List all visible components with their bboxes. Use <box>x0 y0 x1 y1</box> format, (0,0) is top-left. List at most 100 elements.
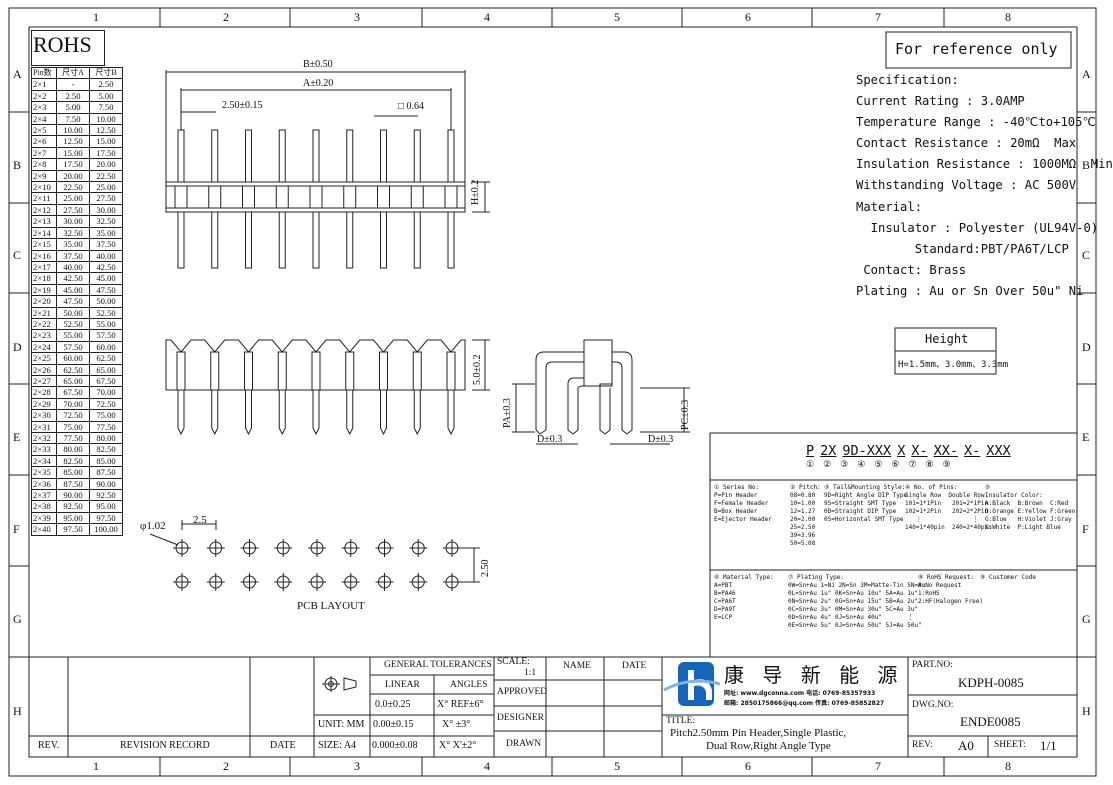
table-cell: 70.00 <box>89 386 123 399</box>
grid-column-label: 8 <box>1005 759 1011 773</box>
tb-size: SIZE: A4 <box>318 740 357 751</box>
dim-pa: PA±0.3 <box>502 398 513 428</box>
table-cell: 2×23 <box>31 329 57 342</box>
table-cell: 2×31 <box>31 420 57 434</box>
rohs-label: ROHS <box>33 32 92 57</box>
table-cell: 55.00 <box>56 329 90 342</box>
table-cell: 22.50 <box>56 181 90 194</box>
grid-column-label: 4 <box>484 759 490 773</box>
spec-line: Plating : Au or Sn Over 50u" Ni <box>856 283 1084 298</box>
code-legend-line: F=Female Header <box>714 500 769 507</box>
table-cell: 65.00 <box>56 374 90 388</box>
table-cell: 12.50 <box>56 135 90 148</box>
table-cell: 2×29 <box>31 397 57 411</box>
pin-table-header: Pin数 <box>31 66 57 80</box>
table-cell: 62.50 <box>89 352 123 365</box>
table-cell: 2×27 <box>31 374 57 388</box>
spec-line: Withstanding Voltage : AC 500V <box>856 178 1077 193</box>
table-cell: 2×1 <box>31 78 57 91</box>
dim-square: □ 0.64 <box>398 101 425 112</box>
title-block <box>29 656 1077 757</box>
table-cell: 77.50 <box>89 420 123 434</box>
table-cell: 35.00 <box>56 238 90 251</box>
table-cell: 2×22 <box>31 317 57 331</box>
tb-rev-label: REV. <box>38 740 60 751</box>
spec-line: Insulator : Polyester (UL94V-0) <box>856 220 1099 235</box>
tb-rev2-label: REV: <box>912 740 933 750</box>
table-cell: 87.50 <box>56 477 90 491</box>
code-legend-line: 0S=Horizontal SMT Type <box>824 516 904 523</box>
table-cell: 75.00 <box>56 420 90 434</box>
grid-row-label: A <box>1082 67 1091 81</box>
tb-company: 康 导 新 能 源 <box>724 663 904 687</box>
tb-contact-2: 邮箱: 2850175866@qq.com 传真: 0769-85852827 <box>724 700 885 707</box>
code-legend-line: 2:HF(Halogen Free) <box>918 598 984 605</box>
table-cell: 92.50 <box>56 500 90 513</box>
dim-pitch: 2.50±0.15 <box>222 100 263 111</box>
code-legend-line: 0L=Sn+Au 1u" 0K=Sn+Au 10u" 5A=Au 1u" <box>788 590 919 597</box>
code-legend-line: 10=1.00 <box>790 500 816 507</box>
table-cell: 42.50 <box>56 272 90 285</box>
pin-table-header: 尺寸B <box>89 66 123 80</box>
tb-tol-angle-3: X° X'±2° <box>439 740 477 751</box>
table-cell: 50.00 <box>56 306 90 319</box>
table-cell: 2×21 <box>31 306 57 319</box>
code-legend-line: C=PA6T <box>714 598 736 605</box>
tb-tol-linear-3: 0.000±0.08 <box>372 740 418 751</box>
table-cell: 85.00 <box>56 466 90 479</box>
table-cell: 2×36 <box>31 477 57 491</box>
table-cell: 2×24 <box>31 340 57 354</box>
code-legend-line: ⋮ ⋮ <box>905 516 979 523</box>
table-cell: 2×35 <box>31 466 57 479</box>
code-customer: ⑨ Customer Code <box>980 574 1036 582</box>
table-cell: 2×12 <box>31 203 57 217</box>
grid-row-label: C <box>13 248 22 262</box>
grid-row-label: H <box>13 704 22 718</box>
part-code-segment: 9D-XXX <box>842 443 892 459</box>
code-legend-line: E=Ejector Header <box>714 516 772 523</box>
code-legend-line: ③ Tail&Mounting Style: <box>824 484 906 491</box>
table-cell: 2×5 <box>31 124 57 137</box>
spec-line: Standard:PBT/PA6T/LCP <box>856 241 1069 256</box>
table-cell: 95.00 <box>56 511 90 525</box>
table-cell: 2×13 <box>31 215 57 228</box>
tb-drawn: DRAWN <box>506 739 542 749</box>
table-cell: 2×33 <box>31 443 57 456</box>
dim-pcb-row: 2.50 <box>480 559 491 578</box>
end-view <box>512 339 690 445</box>
side-view <box>165 339 490 436</box>
top-view <box>165 70 490 269</box>
grid-row-label: H <box>1082 704 1091 718</box>
part-code-marker: ③ <box>840 460 858 470</box>
part-code-segment: X- <box>963 443 981 459</box>
spec-line: Current Rating : 3.0AMP <box>856 94 1025 109</box>
code-legend-line: Single Row Double Row <box>905 492 985 499</box>
table-cell: 2×8 <box>31 158 57 171</box>
table-cell: 10.00 <box>89 112 123 126</box>
code-legend-line: 0:No Request <box>918 582 962 589</box>
pin-table-header: 尺寸A <box>56 66 90 80</box>
pcb-layout-label: PCB LAYOUT <box>297 600 365 612</box>
code-legend-line: 39=3.96 <box>790 532 816 539</box>
table-cell: 45.00 <box>89 272 123 285</box>
tb-scale-value: 1:1 <box>524 668 537 678</box>
code-legend-line: 0N=Sn+Au 2u" 0G=Sn+Au 15u" 5B=Au 2u" <box>788 598 919 605</box>
grid-column-label: 3 <box>354 10 360 24</box>
tb-tol-linear-2: 0.00±0.15 <box>373 719 414 730</box>
code-legend-line: 0C=Sn+Au 3u" 0M=Sn+Au 30u" 5C=Au 3u" <box>788 606 919 613</box>
code-legend-line: 08=0.80 <box>790 492 816 499</box>
table-cell: 57.50 <box>56 340 90 354</box>
